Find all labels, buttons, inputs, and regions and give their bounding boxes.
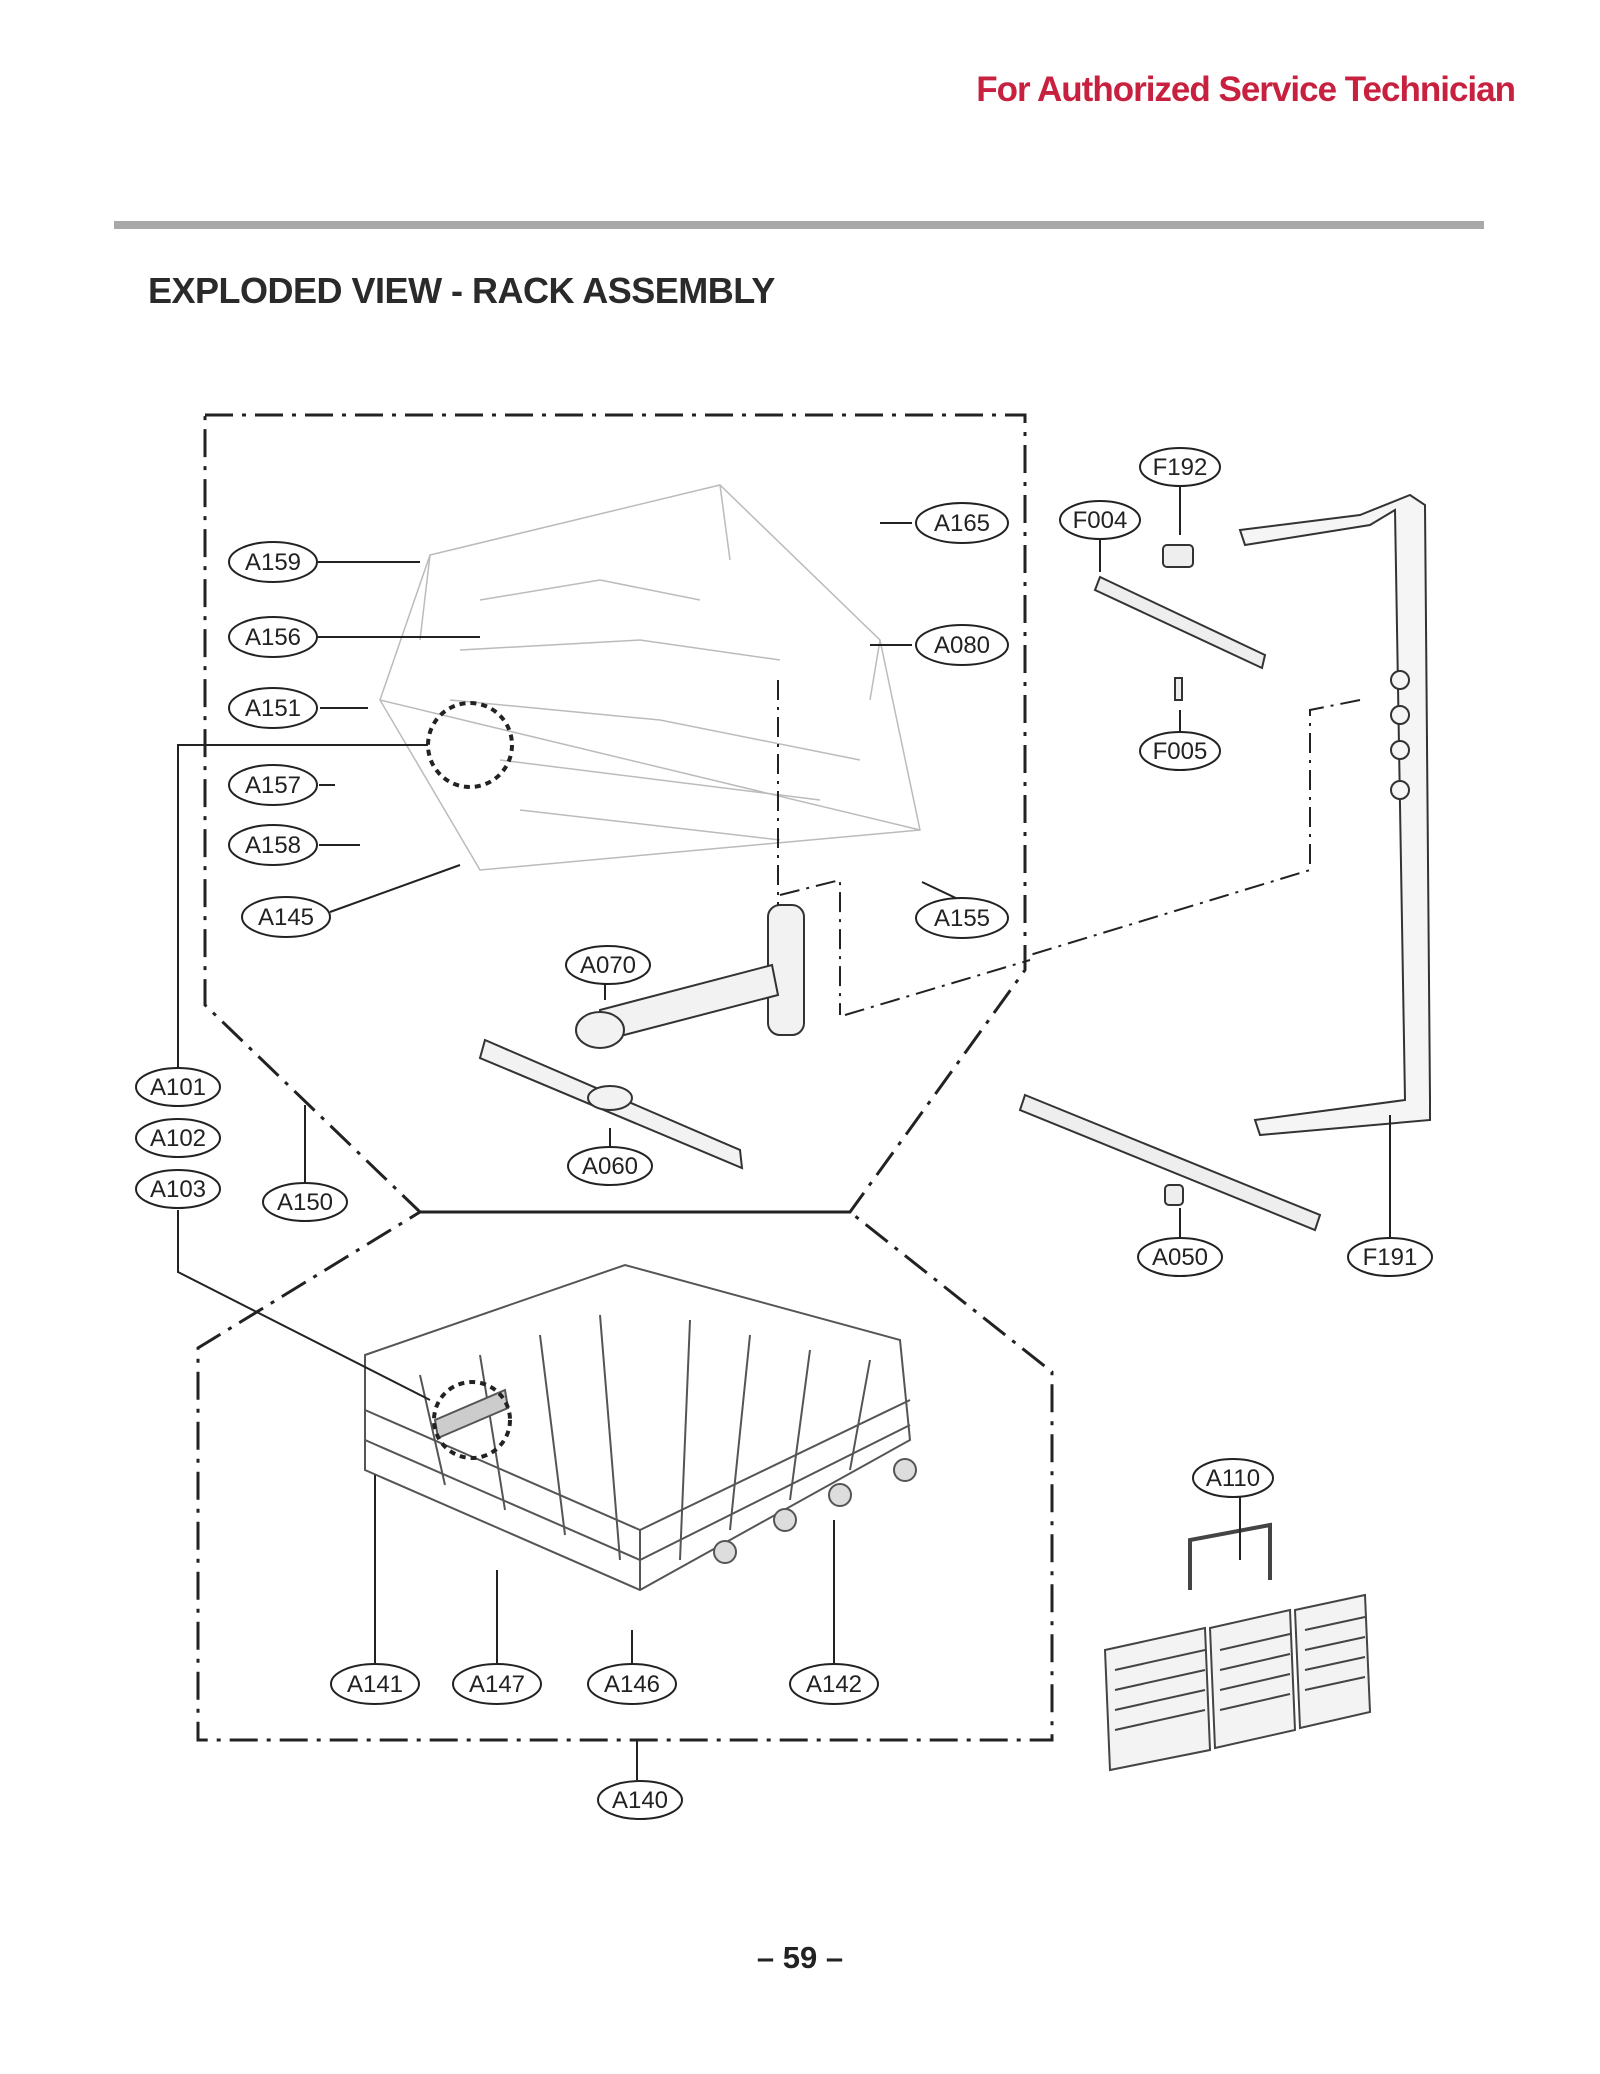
lower-spray-arm-drawing [1018,1093,1322,1232]
upper-rack-drawing [379,484,921,871]
callout-a146: A146 [587,1663,677,1705]
supply-tube-drawing [1238,493,1431,1137]
callout-a070: A070 [565,945,651,985]
header-rule [114,221,1484,229]
top-spray-arm-drawing [1093,544,1267,701]
silverware-basket-drawing [1103,1522,1372,1772]
service-technician-note: For Authorized Service Technician [976,70,1516,109]
callout-label: A080 [934,632,990,659]
callout-label: A165 [934,510,990,537]
callout-a147: A147 [452,1663,542,1705]
callout-a150: A150 [262,1182,348,1222]
callout-a151: A151 [228,687,318,729]
callout-label: A156 [245,624,301,651]
callout-label: A151 [245,695,301,722]
leader-lines [177,484,1391,1780]
lower-rack-drawing [364,1263,917,1592]
callout-label: A157 [245,772,301,799]
callout-label: A101 [150,1074,206,1101]
callout-a101: A101 [135,1067,221,1107]
callout-label: A146 [604,1671,660,1698]
callout-label: F192 [1153,454,1208,481]
callout-a140: A140 [597,1780,683,1820]
callout-label: A142 [806,1671,862,1698]
lower-rack-boundary [196,1210,1054,1742]
callout-label: A155 [934,905,990,932]
page-number: – 59 – [756,1940,844,1975]
callout-label: A103 [150,1176,206,1203]
upper-rack-boundary [203,413,1027,1214]
lower-detail-circle [432,1380,512,1460]
page-title: EXPLODED VIEW - RACK ASSEMBLY [148,270,775,311]
callout-label: A159 [245,549,301,576]
callout-label: A140 [612,1787,668,1814]
callout-a145: A145 [241,896,331,938]
callout-label: F005 [1153,738,1208,765]
tube-guide-dashline [1029,699,1361,956]
callout-a142: A142 [789,1663,879,1705]
callout-label: A158 [245,832,301,859]
upper-guide-dashline [777,680,1031,1016]
callout-a050: A050 [1137,1237,1223,1277]
callout-label: F191 [1363,1244,1418,1271]
callout-a141: A141 [330,1663,420,1705]
callout-a156: A156 [228,616,318,658]
callout-a157: A157 [228,764,318,806]
callout-f191: F191 [1347,1237,1433,1277]
callout-a158: A158 [228,824,318,866]
callout-label: A147 [469,1671,525,1698]
callout-f005: F005 [1139,731,1221,771]
callout-a102: A102 [135,1118,221,1158]
callout-label: A110 [1206,1465,1260,1492]
callout-a103: A103 [135,1169,221,1209]
callout-label: A070 [580,952,636,979]
callout-a165: A165 [915,502,1009,544]
callout-label: A050 [1152,1244,1208,1271]
callout-label: A102 [150,1125,206,1152]
callout-label: A145 [258,904,314,931]
callout-a155: A155 [915,897,1009,939]
callout-a159: A159 [228,541,318,583]
upper-spray-arm-drawing [478,904,805,1170]
callout-f004: F004 [1059,500,1141,540]
callout-a080: A080 [915,624,1009,666]
callout-f192: F192 [1139,447,1221,487]
callout-label: F004 [1073,507,1128,534]
callout-label: A150 [277,1189,333,1216]
callout-a060: A060 [567,1146,653,1186]
callout-label: A060 [582,1153,638,1180]
upper-detail-circle [426,701,514,789]
callout-label: A141 [347,1671,403,1698]
callout-a110: A110 [1192,1458,1274,1498]
